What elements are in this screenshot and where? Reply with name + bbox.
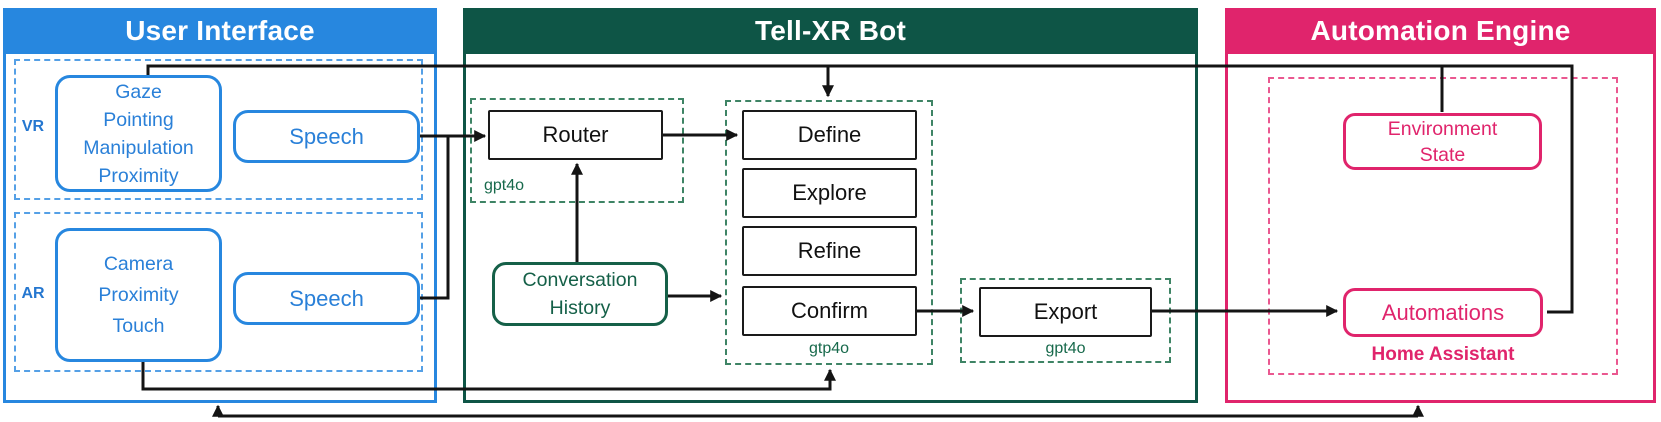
stage-confirm-box: Confirm bbox=[742, 286, 917, 336]
vr-inputs-box: Gaze Pointing Manipulation Proximity bbox=[55, 75, 222, 192]
tellxr-bot-title: Tell-XR Bot bbox=[463, 8, 1198, 54]
router-model-label: gpt4o bbox=[484, 177, 525, 194]
conversation-history-box: Conversation History bbox=[492, 262, 668, 326]
ar-speech-box: Speech bbox=[233, 272, 420, 325]
stage-explore-box: Explore bbox=[742, 168, 917, 218]
router-box: Router bbox=[488, 110, 663, 160]
environment-state-box: Environment State bbox=[1343, 113, 1542, 170]
user-interface-title: User Interface bbox=[3, 8, 437, 54]
export-box: Export bbox=[979, 287, 1152, 337]
stage-define-box: Define bbox=[742, 110, 917, 160]
vr-speech-box: Speech bbox=[233, 110, 420, 163]
home-assistant-label: Home Assistant bbox=[1371, 344, 1515, 365]
stages-model-label: gtp4o bbox=[808, 340, 850, 357]
vr-label: VR bbox=[21, 118, 45, 135]
ar-label: AR bbox=[21, 285, 45, 302]
stage-refine-box: Refine bbox=[742, 226, 917, 276]
automation-engine-title: Automation Engine bbox=[1225, 8, 1656, 54]
ar-inputs-box: Camera Proximity Touch bbox=[55, 228, 222, 362]
automations-box: Automations bbox=[1343, 288, 1543, 337]
export-model-label: gpt4o bbox=[1045, 340, 1086, 357]
